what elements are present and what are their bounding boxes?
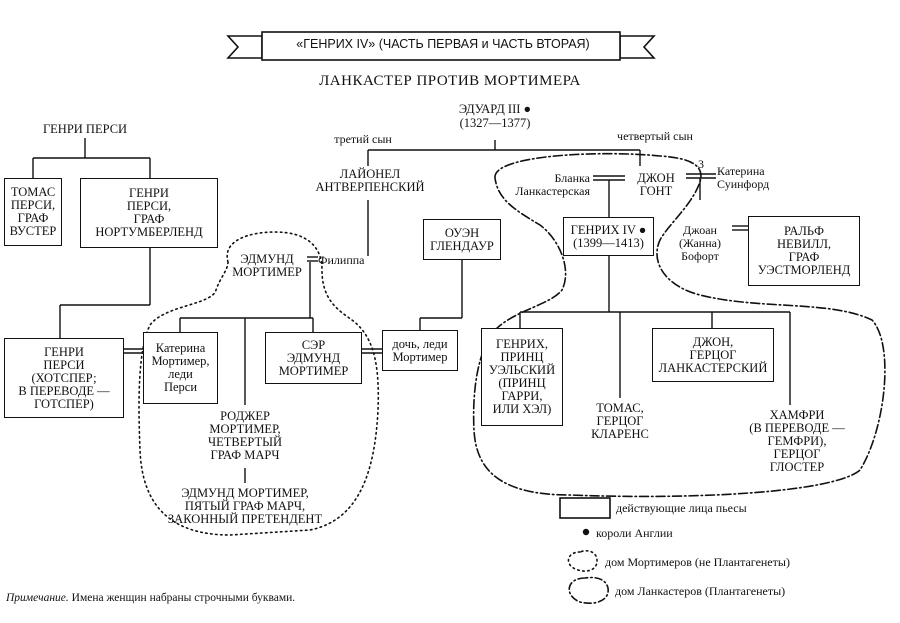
- marriage-number: 3: [698, 157, 704, 171]
- legend-dotted-sample: [567, 550, 598, 572]
- play-title: «ГЕНРИХ IV» (ЧАСТЬ ПЕРВАЯ и ЧАСТЬ ВТОРАЯ…: [296, 37, 590, 51]
- owen-name: ОУЭН ГЛЕНДАУР: [430, 225, 494, 253]
- edward-iii-years: (1327—1377): [459, 116, 531, 130]
- edmund-mortimer-name: ЭДМУНД МОРТИМЕР: [232, 252, 302, 279]
- legend-lancaster-house: дом Ланкастеров (Плантагенеты): [615, 584, 786, 598]
- page-subtitle: ЛАНКАСТЕР ПРОТИВ МОРТИМЕРА: [319, 73, 581, 89]
- humphrey-name: ХАМФРИ (В ПЕРЕВОДЕ — ГЕМФРИ), ГЕРЦОГ ГЛО…: [749, 408, 845, 474]
- ralph-neville-box: РАЛЬФ НЕВИЛЛ, ГРАФ УЭСТМОРЛЕНД: [748, 216, 860, 286]
- philippa-name: Филиппа: [318, 253, 365, 267]
- henry-iv-years: (1399—1413): [573, 235, 644, 250]
- thomas-clarence-name: ТОМАС, ГЕРЦОГ КЛАРЕНС: [591, 401, 649, 441]
- john-lancaster-box: ДЖОН, ГЕРЦОГ ЛАНКАСТЕРСКИЙ: [652, 328, 774, 382]
- roger-mortimer-name: РОДЖЕР МОРТИМЕР, ЧЕТВЕРТЫЙ ГРАФ МАРЧ: [207, 409, 283, 462]
- legend-king-dot: [582, 528, 590, 536]
- blanche-name: Бланка Ланкастерская: [515, 171, 590, 198]
- prince-henry-box: ГЕНРИХ, ПРИНЦ УЭЛЬСКИЙ (ПРИНЦ ГАРРИ, ИЛИ…: [481, 328, 563, 426]
- owen-box: ОУЭН ГЛЕНДАУР: [423, 219, 501, 260]
- northumberland-name: ГЕНРИ ПЕРСИ, ГРАФ НОРТУМБЕРЛЕНД: [95, 186, 203, 239]
- henry-iv-box: ГЕНРИХ IV ● (1399—1413): [563, 217, 654, 256]
- legend-kings: короли Англии: [596, 526, 673, 540]
- title-banner: [226, 31, 656, 61]
- lionel-name: ЛАЙОНЕЛ АНТВЕРПЕНСКИЙ: [315, 167, 425, 194]
- mortimer-house-boundary: [138, 231, 380, 536]
- john-lancaster-name: ДЖОН, ГЕРЦОГ ЛАНКАСТЕРСКИЙ: [658, 334, 768, 375]
- fourth-son-label: четвертый сын: [617, 129, 693, 143]
- katherine-mortimer-box: Катерина Мортимер, леди Перси: [143, 332, 218, 404]
- john-gaunt-name: ДЖОН ГОНТ: [637, 171, 675, 198]
- ralph-neville-name: РАЛЬФ НЕВИЛЛ, ГРАФ УЭСТМОРЛЕНД: [757, 224, 851, 277]
- edmund-fifth-name: ЭДМУНД МОРТИМЕР, ПЯТЫЙ ГРАФ МАРЧ, ЗАКОНН…: [167, 486, 323, 526]
- northumberland-box: ГЕНРИ ПЕРСИ, ГРАФ НОРТУМБЕРЛЕНД: [80, 178, 218, 248]
- legend-box-sample: [559, 497, 611, 519]
- footnote-label: Примечание.: [6, 592, 69, 604]
- legend-characters: действующие лица пьесы: [616, 501, 747, 515]
- lancaster-house-boundary: [472, 152, 886, 498]
- edward-iii-name: ЭДУАРД III ●: [458, 102, 532, 116]
- sir-edmund-box: СЭР ЭДМУНД МОРТИМЕР: [265, 332, 362, 384]
- footnote-text: Имена женщин набраны строчными буквами.: [68, 592, 296, 604]
- thomas-percy-box: ТОМАС ПЕРСИ, ГРАФ ВУСТЕР: [4, 178, 62, 246]
- thomas-percy-name: ТОМАС ПЕРСИ, ГРАФ ВУСТЕР: [9, 185, 57, 238]
- footnote: Примечание. Имена женщин набраны строчны…: [6, 592, 295, 604]
- katherine-swynford-name: Катерина Суинфорд: [717, 164, 770, 191]
- hotspur-name: ГЕНРИ ПЕРСИ (ХОТСПЕР; В ПЕРЕВОДЕ — ГОТСП…: [18, 344, 110, 411]
- sir-edmund-name: СЭР ЭДМУНД МОРТИМЕР: [278, 337, 349, 378]
- joan-beaufort-name: Джоан (Жанна) Бофорт: [679, 223, 721, 263]
- third-son-label: третий сын: [334, 132, 392, 146]
- legend-mortimer-house: дом Мортимеров (не Плантагенеты): [605, 555, 790, 569]
- henry-iv-name: ГЕНРИХ IV ●: [570, 222, 647, 237]
- lady-mortimer-box: дочь, леди Мортимер: [382, 330, 458, 371]
- henry-percy-elder: ГЕНРИ ПЕРСИ: [42, 122, 128, 136]
- legend-dashdot-sample: [568, 576, 609, 604]
- hotspur-box: ГЕНРИ ПЕРСИ (ХОТСПЕР; В ПЕРЕВОДЕ — ГОТСП…: [4, 338, 124, 418]
- lady-mortimer-name: дочь, леди Мортимер: [392, 336, 448, 364]
- prince-henry-name: ГЕНРИХ, ПРИНЦ УЭЛЬСКИЙ (ПРИНЦ ГАРРИ, ИЛИ…: [488, 337, 556, 416]
- katherine-mortimer-name: Катерина Мортимер, леди Перси: [151, 341, 210, 394]
